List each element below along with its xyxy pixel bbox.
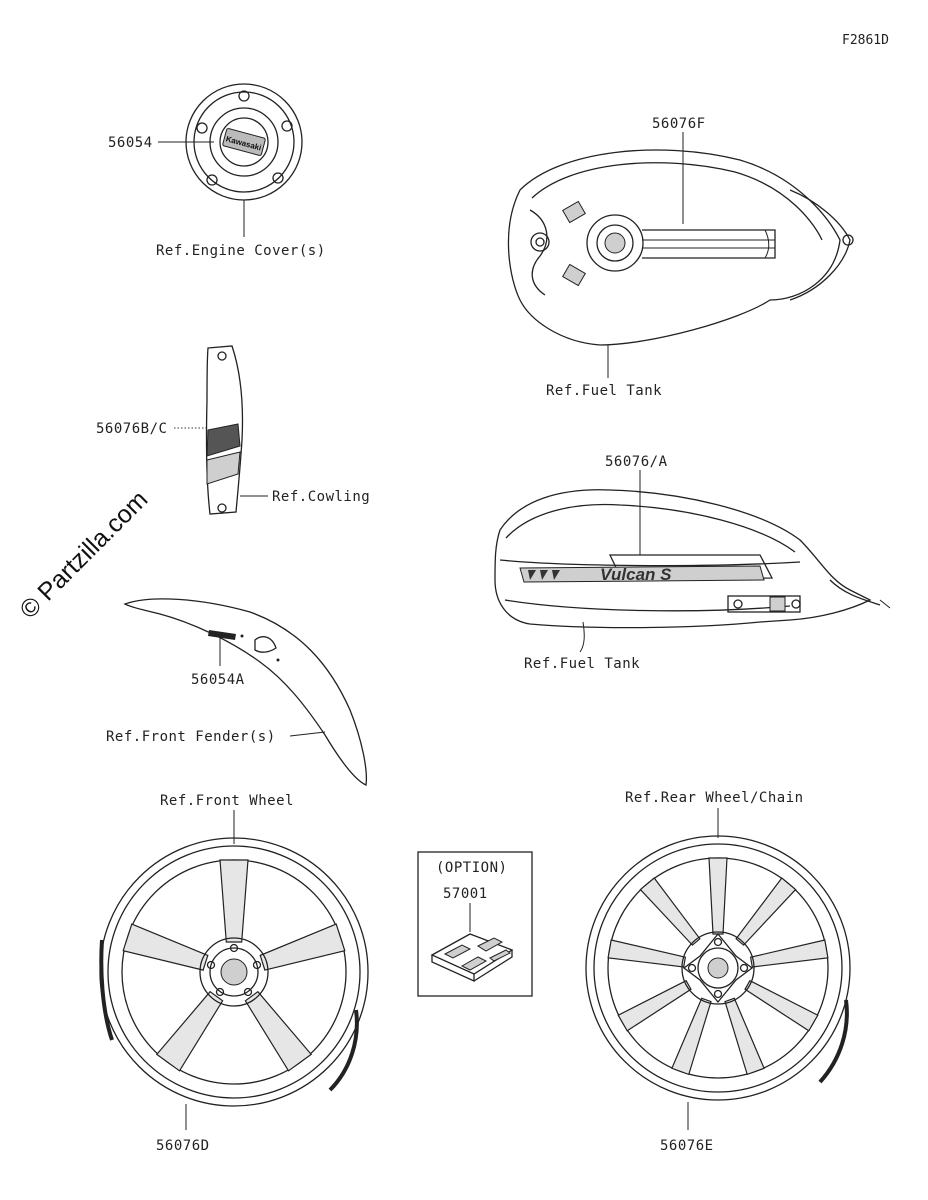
front-wheel-spoke (155, 990, 224, 1072)
callout-56076A: 56076/A (605, 454, 668, 470)
front-wheel (99, 837, 369, 1107)
fuel-tank-side-view: Vulcan S (494, 489, 891, 629)
callout-cowling-ref: Ref.Cowling (272, 489, 370, 505)
rear-wheel-spoke (607, 939, 687, 968)
callout-57001: 57001 (443, 886, 488, 902)
front-wheel-spoke (244, 990, 313, 1072)
front-wheel-spoke (122, 923, 209, 971)
callout-56076D: 56076D (156, 1138, 210, 1154)
rear-wheel-spoke (749, 939, 829, 968)
callout-engine-cover-ref: Ref.Engine Cover(s) (156, 243, 326, 259)
rear-wheel-spoke (671, 997, 712, 1076)
callout-56054: 56054 (108, 135, 153, 151)
rear-wheel-spoke (708, 857, 728, 935)
front-wheel-spoke (219, 859, 249, 943)
callout-rear-wheel-ref: Ref.Rear Wheel/Chain (625, 790, 804, 806)
option-title: (OPTION) (436, 860, 507, 876)
callout-56076F: 56076F (652, 116, 706, 132)
front-fender (123, 598, 368, 786)
callout-fuel-tank-ref-2: Ref.Fuel Tank (524, 656, 640, 672)
rear-wheel-spoke (744, 979, 819, 1032)
callout-56054A: 56054A (191, 672, 245, 688)
callout-fuel-tank-ref-1: Ref.Fuel Tank (546, 383, 662, 399)
callout-56076E: 56076E (660, 1138, 714, 1154)
rear-wheel-spoke (639, 877, 701, 946)
rear-wheel-spoke (617, 979, 692, 1032)
figure-code: F2861D (842, 33, 889, 48)
tank-decal-text: Vulcan S (600, 565, 672, 584)
rear-wheel-spoke (735, 877, 797, 946)
callout-56076BC: 56076B/C (96, 421, 167, 437)
rear-wheel-spoke (724, 997, 765, 1076)
option-box: (OPTION) 57001 (417, 851, 533, 997)
fuel-tank-top-view (507, 149, 854, 346)
engine-cover-emblem: Kawasaki (185, 83, 303, 201)
cowling-panel (205, 345, 244, 515)
callout-front-fender-ref: Ref.Front Fender(s) (106, 729, 276, 745)
option-part-57001 (430, 933, 514, 983)
front-wheel-spoke (259, 923, 346, 971)
watermark-text: © Partzilla.com (14, 485, 153, 624)
rear-wheel (585, 835, 851, 1101)
callout-front-wheel-ref: Ref.Front Wheel (160, 793, 294, 809)
